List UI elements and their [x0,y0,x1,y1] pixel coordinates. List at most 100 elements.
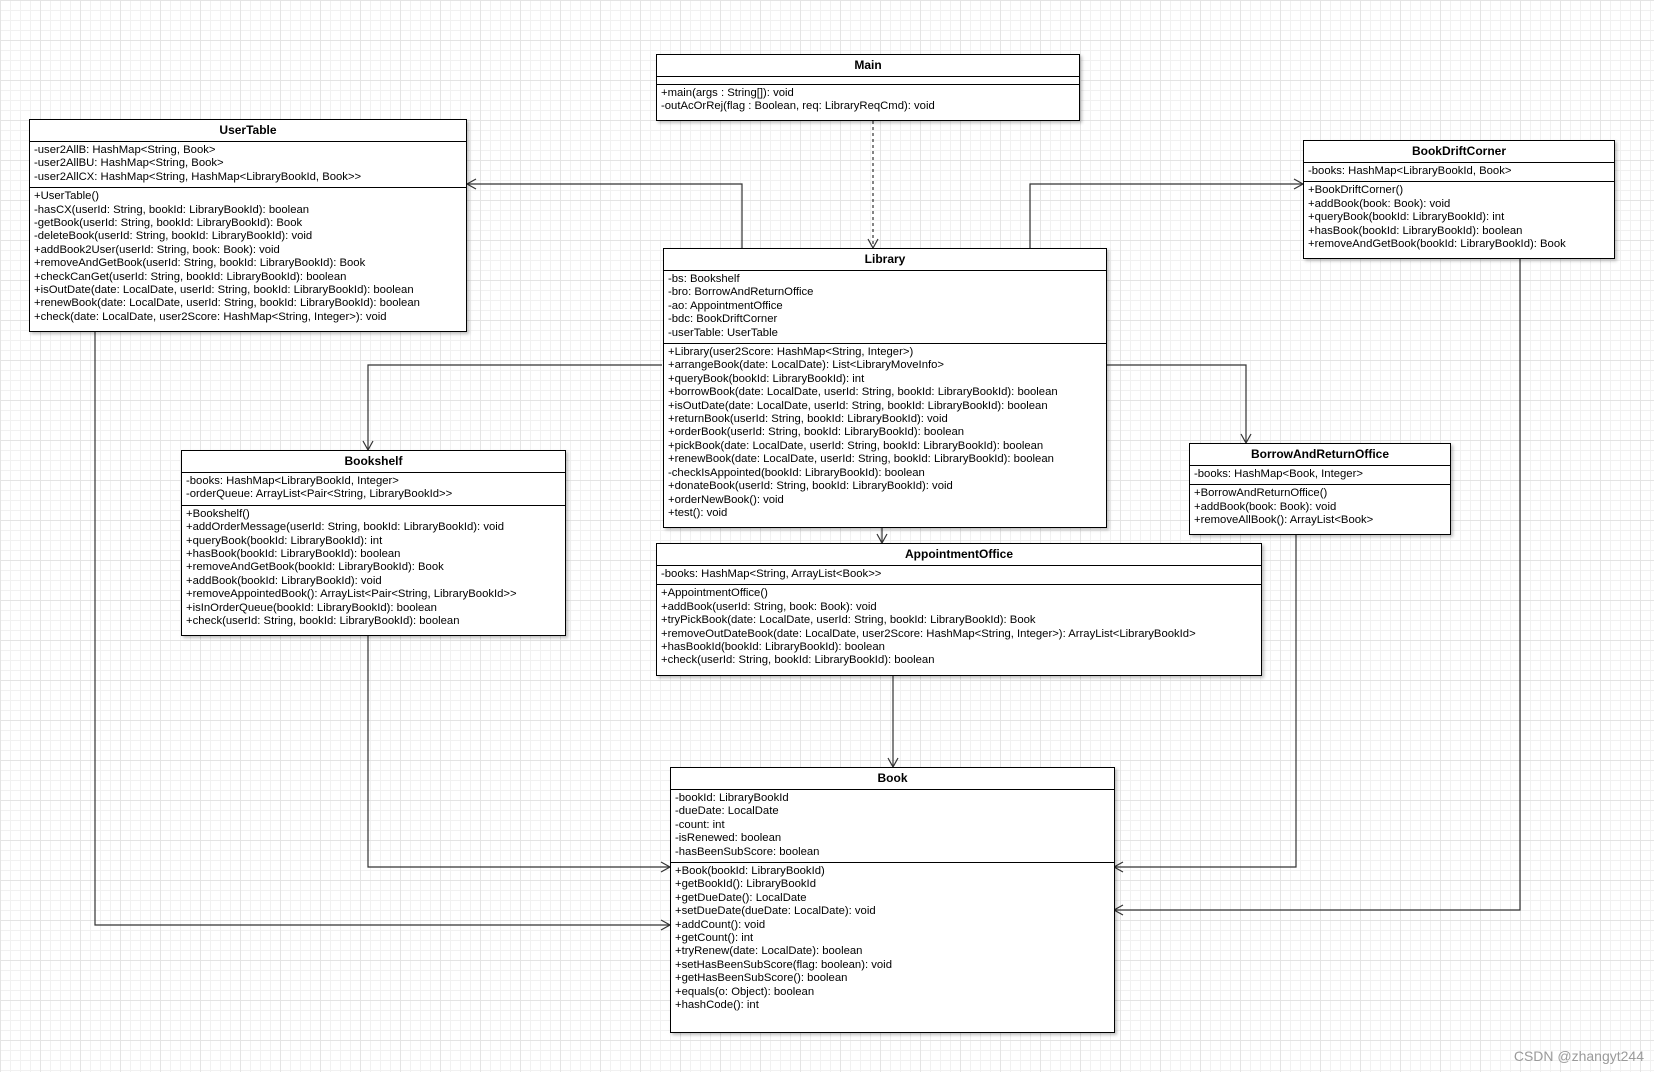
method-row: +Book(bookId: LibraryBookId) [675,865,825,878]
class-name: BookDriftCorner [1304,141,1614,163]
method-row: +addBook(book: Book): void [1308,197,1451,210]
attribute-row: -books: HashMap<Book, Integer> [1194,468,1363,480]
method-row: +queryBook(bookId: LibraryBookId): int [1308,211,1505,224]
class-main[interactable]: Main +main(args : String[]): void-outAcO… [656,54,1080,121]
method-row: +Library(user2Score: HashMap<String, Int… [668,346,914,359]
attributes: -user2AllB: HashMap<String, Book>-user2A… [30,142,466,187]
class-name: Bookshelf [182,451,565,473]
attribute-row: -isRenewed: boolean [675,832,782,845]
method-row: +getHasBeenSubScore(): boolean [675,972,848,985]
method-row: +getDueDate(): LocalDate [675,891,807,904]
class-name: Library [664,249,1106,271]
attribute-row: -dueDate: LocalDate [675,805,779,818]
watermark: CSDN @zhangyt244 [1513,1048,1644,1064]
method-row: +orderBook(userId: String, bookId: Libra… [668,426,965,439]
method-row: +addBook2User(userId: String, book: Book… [34,243,280,256]
attributes: -bookId: LibraryBookId-dueDate: LocalDat… [671,790,1114,862]
method-row: +hasBook(bookId: LibraryBookId): boolean [186,548,401,561]
class-library[interactable]: Library -bs: Bookshelf-bro: BorrowAndRet… [663,248,1107,528]
method-row: +Bookshelf() [186,507,250,520]
method-row: +renewBook(date: LocalDate, userId: Stri… [34,297,420,310]
method-row: +removeAndGetBook(userId: String, bookId… [34,257,366,270]
attribute-row: -user2AllB: HashMap<String, Book> [34,144,216,156]
method-row: +checkCanGet(userId: String, bookId: Lib… [34,270,347,283]
method-row: +orderNewBook(): void [668,493,784,506]
methods: +Library(user2Score: HashMap<String, Int… [664,343,1106,523]
method-row: +removeAppointedBook(): ArrayList<Pair<S… [186,588,517,601]
methods: +Book(bookId: LibraryBookId)+getBookId()… [671,862,1114,1015]
library-to-borrowandreturnoffice-association [1106,364,1252,445]
usertable-to-book-association [94,332,672,931]
method-row: -deleteBook(userId: String, bookId: Libr… [34,230,313,243]
attributes: -books: HashMap<LibraryBookId, Book> [1304,163,1614,181]
library-to-bookdriftcorner-association [1029,178,1305,248]
methods: +Bookshelf()+addOrderMessage(userId: Str… [182,504,565,632]
method-row: -hasCX(userId: String, bookId: LibraryBo… [34,203,310,216]
method-row: +addBook(bookId: LibraryBookId): void [186,574,382,587]
attributes: -books: HashMap<String, ArrayList<Book>> [657,566,1261,584]
method-row: +renewBook(date: LocalDate, userId: Stri… [668,453,1054,466]
class-book[interactable]: Book -bookId: LibraryBookId-dueDate: Loc… [670,767,1115,1033]
method-row: +queryBook(bookId: LibraryBookId): int [668,372,865,385]
method-row: +addCount(): void [675,918,766,931]
method-row: +isInOrderQueue(bookId: LibraryBookId): … [186,601,437,614]
class-appointmentoffice[interactable]: AppointmentOffice -books: HashMap<String… [656,543,1262,676]
library-to-usertable-association [465,178,743,248]
methods: +BorrowAndReturnOffice()+addBook(book: B… [1190,484,1450,530]
method-row: -checkIsAppointed(bookId: LibraryBookId)… [668,466,925,479]
method-row: +equals(o: Object): boolean [675,985,815,998]
class-name: UserTable [30,120,466,142]
method-row: +setHasBeenSubScore(flag: boolean): void [675,958,892,971]
method-row: +check(userId: String, bookId: LibraryBo… [661,654,935,667]
class-name: Main [657,55,1079,77]
class-bookdriftcorner[interactable]: BookDriftCorner -books: HashMap<LibraryB… [1303,140,1615,259]
method-row: +borrowBook(date: LocalDate, userId: Str… [668,386,1058,399]
attributes: -books: HashMap<Book, Integer> [1190,466,1450,484]
bookshelf-to-book-association [367,635,672,873]
class-usertable[interactable]: UserTable -user2AllB: HashMap<String, Bo… [29,119,467,332]
method-row: +main(args : String[]): void [661,87,794,99]
method-row: +removeAndGetBook(bookId: LibraryBookId)… [1308,238,1566,251]
attribute-row: -orderQueue: ArrayList<Pair<String, Libr… [186,488,453,501]
method-row: +removeAllBook(): ArrayList<Book> [1194,514,1374,527]
methods: +UserTable()-hasCX(userId: String, bookI… [30,187,466,327]
method-row: +UserTable() [34,190,99,203]
method-row: +tryPickBook(date: LocalDate, userId: St… [661,614,1036,627]
class-borrowandreturnoffice[interactable]: BorrowAndReturnOffice -books: HashMap<Bo… [1189,443,1451,535]
class-bookshelf[interactable]: Bookshelf -books: HashMap<LibraryBookId,… [181,450,566,636]
attribute-row: -bro: BorrowAndReturnOffice [668,286,814,299]
method-row: +setDueDate(dueDate: LocalDate): void [675,905,876,918]
method-row: +isOutDate(date: LocalDate, userId: Stri… [668,399,1048,412]
method-row: +queryBook(bookId: LibraryBookId): int [186,534,383,547]
method-row: +addBook(book: Book): void [1194,500,1337,513]
attributes: -bs: Bookshelf-bro: BorrowAndReturnOffic… [664,271,1106,343]
method-row: +AppointmentOffice() [661,587,768,600]
method-row: +addBook(userId: String, book: Book): vo… [661,600,877,613]
class-name: AppointmentOffice [657,544,1261,566]
method-row: +check(date: LocalDate, user2Score: Hash… [34,310,387,323]
library-to-bookshelf-association [362,364,662,452]
method-row: +donateBook(userId: String, bookId: Libr… [668,480,953,493]
attribute-row: -books: HashMap<LibraryBookId, Integer> [186,475,399,487]
attribute-row: -books: HashMap<LibraryBookId, Book> [1308,165,1512,177]
attribute-row: -user2AllBU: HashMap<String, Book> [34,157,224,170]
attributes [657,77,1079,84]
method-row: -getBook(userId: String, bookId: Library… [34,217,303,230]
method-row: +test(): void [668,506,728,519]
class-name: BorrowAndReturnOffice [1190,444,1450,466]
method-row: +removeAndGetBook(bookId: LibraryBookId)… [186,561,444,574]
attribute-row: -bs: Bookshelf [668,273,740,285]
method-row: +getBookId(): LibraryBookId [675,878,816,891]
attribute-row: -ao: AppointmentOffice [668,299,783,312]
attribute-row: -count: int [675,818,725,831]
methods: +main(args : String[]): void-outAcOrRej(… [657,84,1079,117]
attribute-row: -userTable: UserTable [668,326,778,339]
class-name: Book [671,768,1114,790]
attribute-row: -hasBeenSubScore: boolean [675,845,820,858]
method-row: +hasBookId(bookId: LibraryBookId): boole… [661,641,885,654]
borrowandreturnoffice-to-book-association [1112,534,1297,873]
method-row: +BookDriftCorner() [1308,184,1404,197]
attribute-row: -bdc: BookDriftCorner [668,313,778,326]
method-row: +BorrowAndReturnOffice() [1194,487,1328,500]
